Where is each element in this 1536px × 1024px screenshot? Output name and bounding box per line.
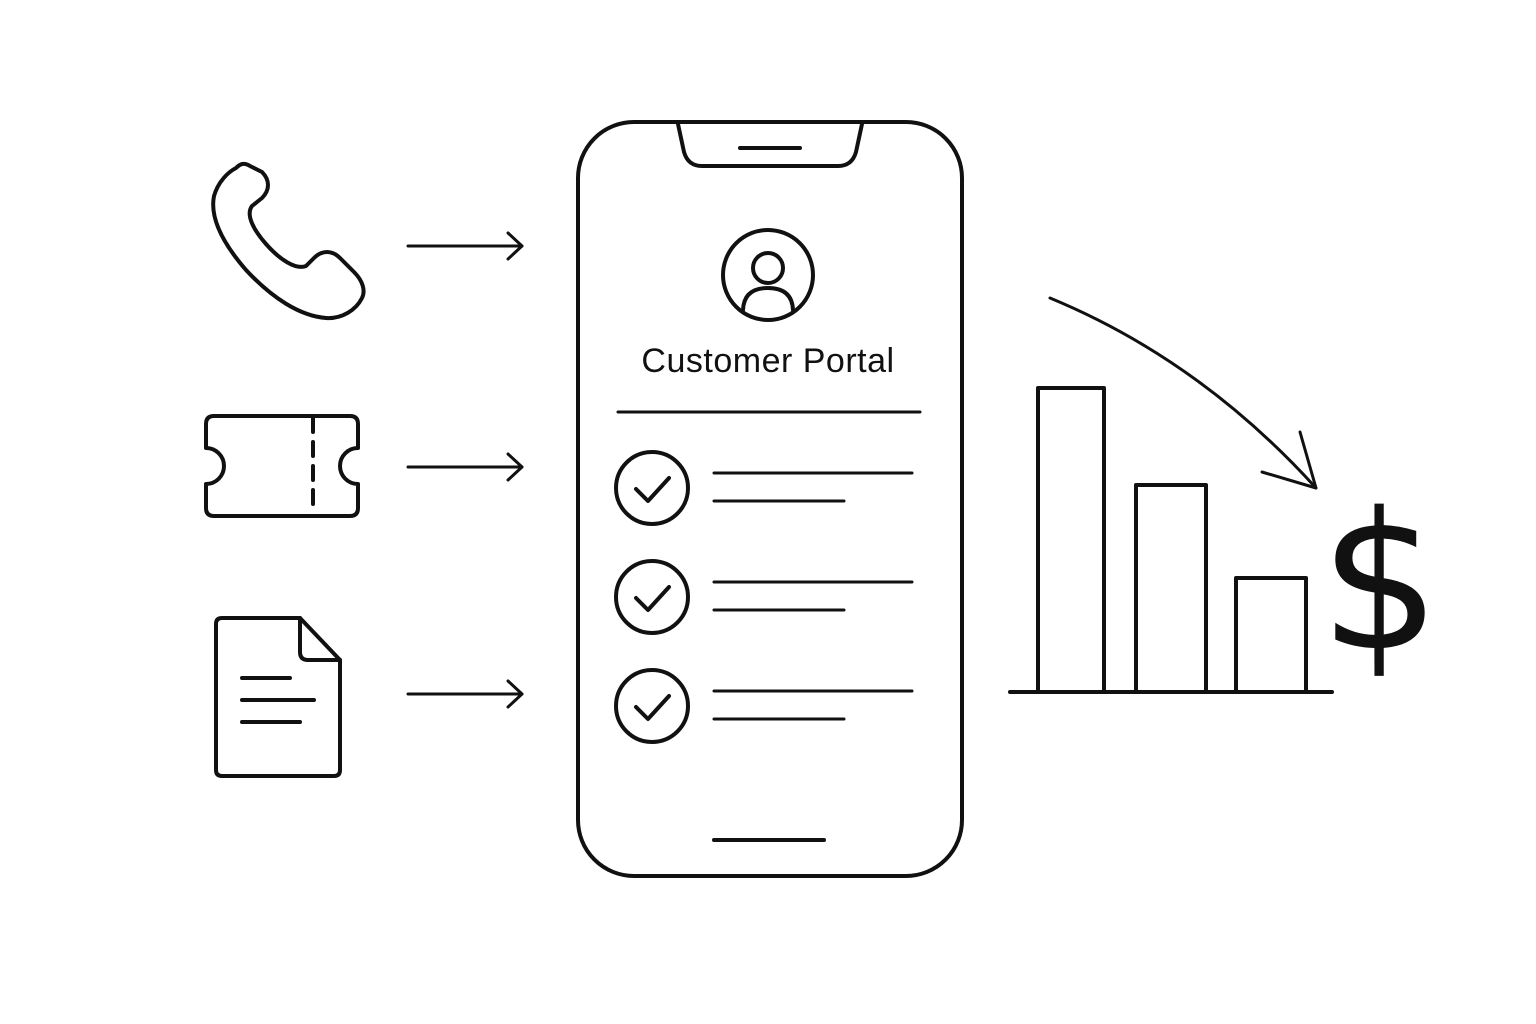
bar-1 <box>1036 386 1106 694</box>
check-circle-icon <box>614 668 690 744</box>
check-circle-icon <box>614 559 690 635</box>
dollar-icon: $ <box>1320 472 1441 693</box>
smartphone <box>576 120 964 878</box>
document-icon <box>214 616 342 778</box>
arrow-phone-to-portal <box>406 231 524 261</box>
ticket-icon <box>204 414 360 518</box>
cost-bar-chart <box>1008 386 1334 694</box>
arrow-document-to-portal <box>406 679 524 709</box>
checklist-item <box>614 450 914 526</box>
portal-title: Customer Portal <box>641 342 894 380</box>
phone-notch <box>676 122 864 168</box>
bar-2 <box>1134 483 1208 694</box>
bar-3 <box>1234 576 1308 694</box>
check-circle-icon <box>614 450 690 526</box>
checklist-item <box>614 559 914 635</box>
phone-icon <box>211 161 366 321</box>
arrow-ticket-to-portal <box>406 452 524 482</box>
user-avatar-icon <box>721 228 815 322</box>
checklist-item <box>614 668 914 744</box>
decrease-trend-arrow <box>1048 296 1318 490</box>
